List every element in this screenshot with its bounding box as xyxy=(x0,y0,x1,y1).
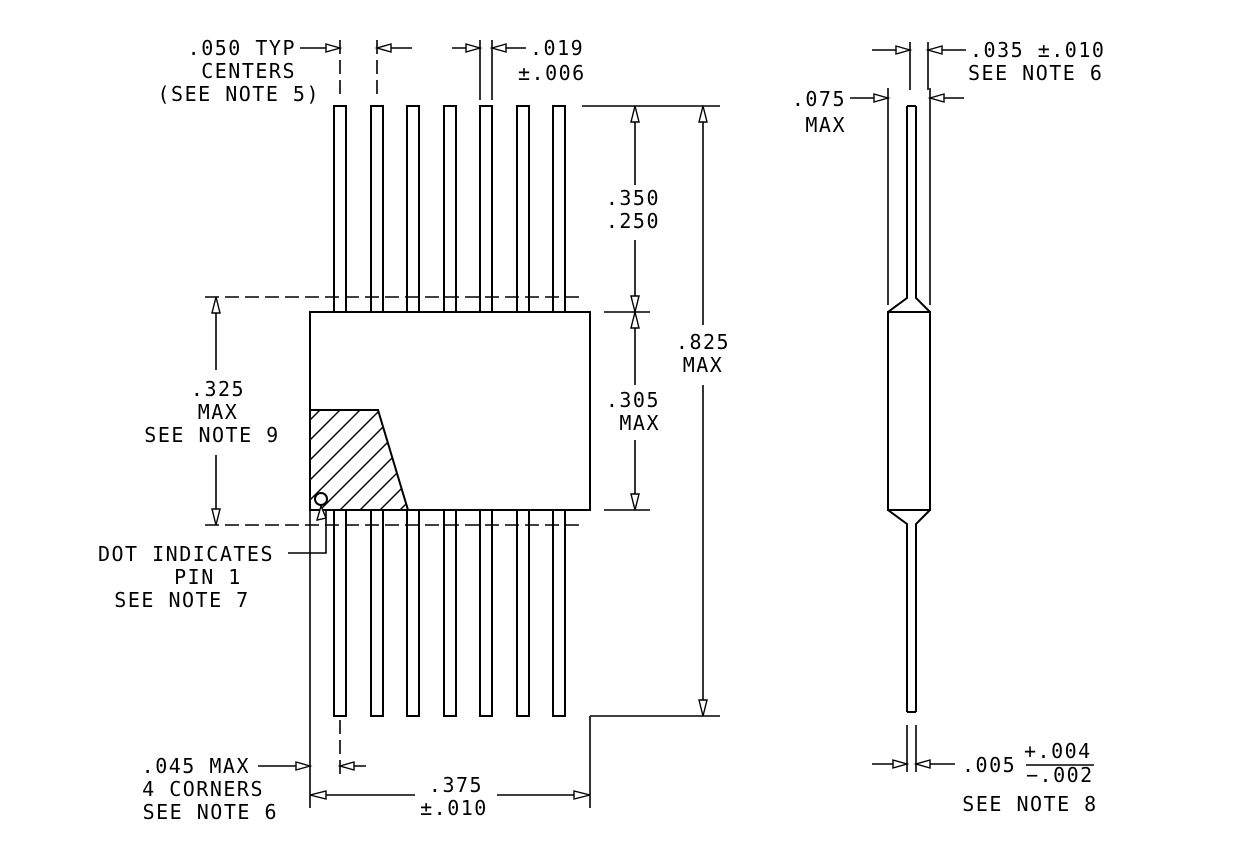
dimension-labels: .050 TYP CENTERS (SEE NOTE 5) .019 ±.006… xyxy=(98,36,1105,824)
body-width-label-3: SEE NOTE 9 xyxy=(144,423,279,447)
lead-width-label-2: ±.006 xyxy=(518,61,586,85)
top-leads xyxy=(333,105,566,313)
pin1-dot xyxy=(314,492,328,506)
lead-length-label-2: .250 xyxy=(606,209,660,233)
corners-label-2: 4 CORNERS xyxy=(142,777,264,801)
lead-length-label-1: .350 xyxy=(606,186,660,210)
body-length-label-1: .305 xyxy=(606,388,660,412)
overall-length-label-2: MAX xyxy=(683,353,724,377)
hatched-pin1-area xyxy=(309,409,410,511)
pitch-label-3: (SEE NOTE 5) xyxy=(158,82,321,106)
pin1-label-1: DOT INDICATES xyxy=(98,542,274,566)
lead-span-label-1: .375 xyxy=(429,773,483,797)
tolerance-minus-label: −.002 xyxy=(1026,763,1094,787)
pin1-label-3: SEE NOTE 7 xyxy=(114,588,249,612)
lead-width-label-1: .019 xyxy=(530,36,584,60)
corners-label-1: .045 MAX xyxy=(142,754,250,778)
pin1-label-2: PIN 1 xyxy=(174,565,242,589)
pitch-label-1: .050 TYP xyxy=(188,36,296,60)
corners-label-3: SEE NOTE 6 xyxy=(143,800,278,824)
pitch-label-2: CENTERS xyxy=(201,59,296,83)
tolerance-base-label: .005 xyxy=(962,753,1016,777)
lead-span-label-2: ±.010 xyxy=(420,796,488,820)
side-max-label-1: .075 xyxy=(792,87,846,111)
side-view xyxy=(850,42,966,772)
side-lead-label-2: SEE NOTE 6 xyxy=(968,61,1103,85)
side-body xyxy=(887,311,931,511)
bottom-leads xyxy=(333,509,566,717)
side-max-label-2: MAX xyxy=(805,113,846,137)
overall-length-label-1: .825 xyxy=(676,330,730,354)
note8-label: SEE NOTE 8 xyxy=(962,792,1097,816)
side-lead-label-1: .035 ±.010 xyxy=(970,38,1105,62)
body-length-label-2: MAX xyxy=(619,411,660,435)
body-width-label-1: .325 xyxy=(191,377,245,401)
tolerance-plus-label: +.004 xyxy=(1024,739,1092,763)
top-view xyxy=(205,40,720,808)
body-width-label-2: MAX xyxy=(198,400,239,424)
